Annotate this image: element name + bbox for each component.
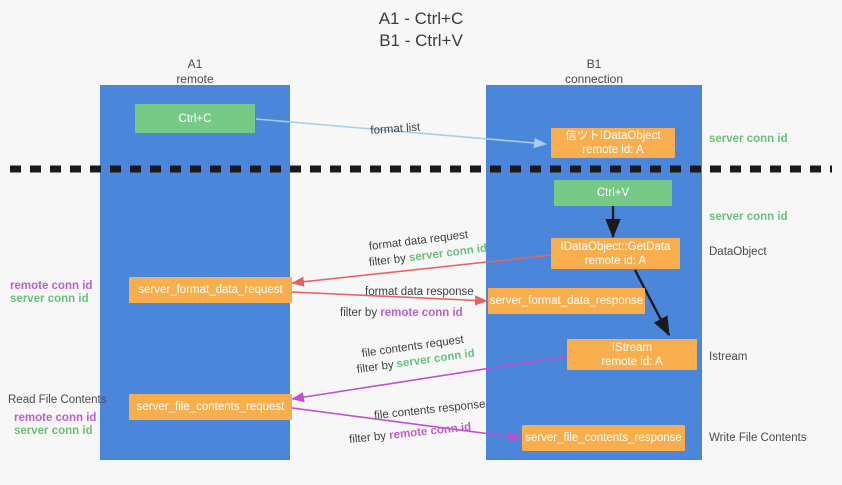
label-file-contents-response-filter-value: remote conn id (388, 421, 472, 442)
right-label-dataobject: DataObject (709, 246, 767, 258)
box-istream-line2: remote id: A (601, 355, 663, 368)
box-server-format-data-response[interactable]: server_format_data_response (488, 288, 645, 314)
label-file-contents-request-filter-prefix: filter by (356, 358, 398, 377)
left-label-server-conn-id-1: server conn id (10, 293, 89, 305)
label-format-data-response-filter-prefix: filter by (340, 307, 381, 319)
label-file-contents-response-filter-prefix: filter by (348, 429, 390, 447)
label-format-data-response-filter: filter by remote conn id (340, 306, 463, 321)
box-ctrl-v-label: Ctrl+V (596, 187, 630, 199)
box-ctrl-c-label: Ctrl+C (178, 112, 212, 125)
box-idataobject-getdata-line2: remote id: A (584, 254, 647, 267)
column-header-a1: A1 remote (100, 57, 290, 87)
label-format-list: format list (370, 121, 421, 138)
box-idataobject-top-line2: remote id: A (582, 144, 644, 156)
title-line-2: B1 - Ctrl+V (379, 31, 463, 50)
left-label-remote-conn-id-2: remote conn id (14, 412, 97, 424)
right-label-server-conn-id-1: server conn id (709, 133, 788, 145)
label-file-contents-response-filter: filter by remote conn id (348, 420, 472, 448)
right-label-istream: Istream (709, 351, 748, 363)
right-label-server-conn-id-2: server conn id (709, 211, 788, 223)
box-idataobject-top-line1: 信ツトIDataObject (565, 130, 661, 142)
box-ctrl-c[interactable]: Ctrl+C (135, 104, 255, 133)
title-line-1: A1 - Ctrl+C (378, 9, 464, 28)
box-server-file-contents-request-label: server_file_contents_request (136, 401, 285, 413)
right-label-write-file-contents: Write File Contents (709, 432, 807, 444)
box-server-file-contents-request[interactable]: server_file_contents_request (129, 394, 292, 420)
left-label-read-file-contents: Read File Contents (8, 394, 107, 406)
box-server-format-data-response-label: server_format_data_response (489, 295, 644, 307)
box-server-file-contents-response[interactable]: server_file_contents_response (522, 425, 685, 451)
column-a1-name: A1 (187, 57, 203, 71)
box-idataobject-getdata[interactable]: IDataObject::GetData remote id: A (551, 238, 680, 269)
diagram-title: A1 - Ctrl+C B1 - Ctrl+V (0, 8, 842, 52)
label-format-data-response: format data response (365, 286, 474, 298)
left-label-remote-conn-id-1: remote conn id (10, 280, 93, 292)
box-server-format-data-request-label: server_format_data_request (138, 284, 283, 296)
box-ctrl-v[interactable]: Ctrl+V (554, 180, 672, 206)
label-format-data-response-filter-value: remote conn id (380, 307, 463, 319)
box-istream-line1: IStream (611, 341, 653, 354)
label-format-data-request-filter-prefix: filter by (368, 252, 410, 270)
column-b1-name: B1 (586, 57, 602, 71)
box-server-format-data-request[interactable]: server_format_data_request (129, 277, 292, 303)
column-b1-sub: connection (564, 72, 624, 86)
box-server-file-contents-response-label: server_file_contents_response (525, 432, 682, 444)
box-istream[interactable]: IStream remote id: A (567, 339, 697, 370)
left-label-server-conn-id-2: server conn id (14, 425, 93, 437)
column-header-b1: B1 connection (486, 57, 702, 87)
box-idataobject-top[interactable]: 信ツトIDataObject remote id: A (551, 128, 675, 158)
column-a1-sub: remote (176, 72, 214, 86)
box-idataobject-getdata-line1: IDataObject::GetData (560, 240, 671, 253)
